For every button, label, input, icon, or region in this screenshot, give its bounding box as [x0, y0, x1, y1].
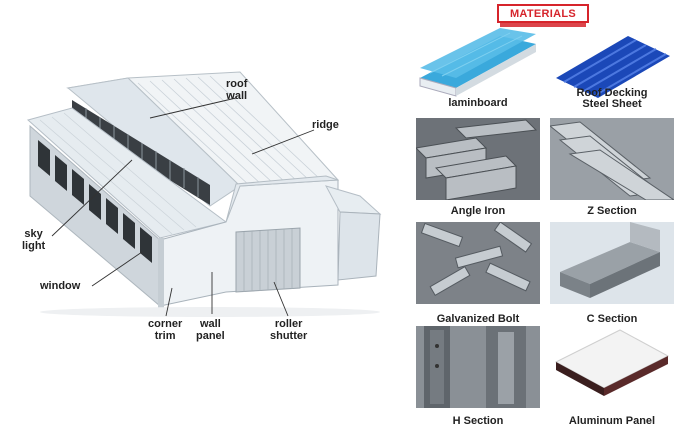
h-section-image: [416, 326, 540, 408]
building-diagram: roof wall ridge sky light window corner …: [22, 71, 382, 342]
callout-ridge: ridge: [312, 119, 339, 131]
callout-wall-panel: wall panel: [196, 318, 225, 342]
angle-iron-image: [416, 118, 540, 200]
material-label: laminboard: [448, 97, 508, 109]
material-z-section: Z Section: [550, 118, 674, 217]
material-label: Z Section: [587, 205, 637, 217]
material-aluminum-panel: Aluminum Panel: [550, 326, 674, 427]
roof-decking-image: [550, 28, 674, 110]
laminboard-image: [416, 28, 540, 110]
material-label: H Section: [452, 415, 504, 427]
material-laminboard: laminboard: [416, 28, 540, 110]
aluminum-panel-image: [550, 326, 674, 408]
materials-title: MATERIALS: [509, 7, 577, 20]
material-label: Galvanized Bolt: [436, 313, 520, 325]
material-label: Roof Decking Steel Sheet: [576, 87, 648, 110]
callout-roof-wall: roof wall: [226, 78, 248, 102]
material-label: Angle Iron: [450, 205, 506, 217]
callout-corner-trim: corner trim: [148, 318, 183, 342]
galvanized-bolt-image: [416, 222, 540, 304]
material-label: C Section: [586, 313, 638, 325]
warehouse-illustration: [26, 71, 382, 317]
material-roof-decking: Roof Decking Steel Sheet: [550, 28, 674, 110]
z-section-image: [550, 118, 674, 200]
material-galvanized-bolt: Galvanized Bolt: [416, 222, 540, 325]
material-c-section: C Section: [550, 222, 674, 325]
banner-ribbon: [500, 23, 586, 27]
material-h-section: H Section: [416, 326, 540, 427]
c-section-image: [550, 222, 674, 304]
callout-roller-shutter: roller shutter: [270, 318, 308, 342]
material-label: Aluminum Panel: [568, 415, 656, 427]
callout-sky-light: sky light: [22, 228, 46, 252]
callout-window: window: [40, 280, 81, 292]
materials-banner: MATERIALS: [497, 4, 589, 23]
material-angle-iron: Angle Iron: [416, 118, 540, 217]
